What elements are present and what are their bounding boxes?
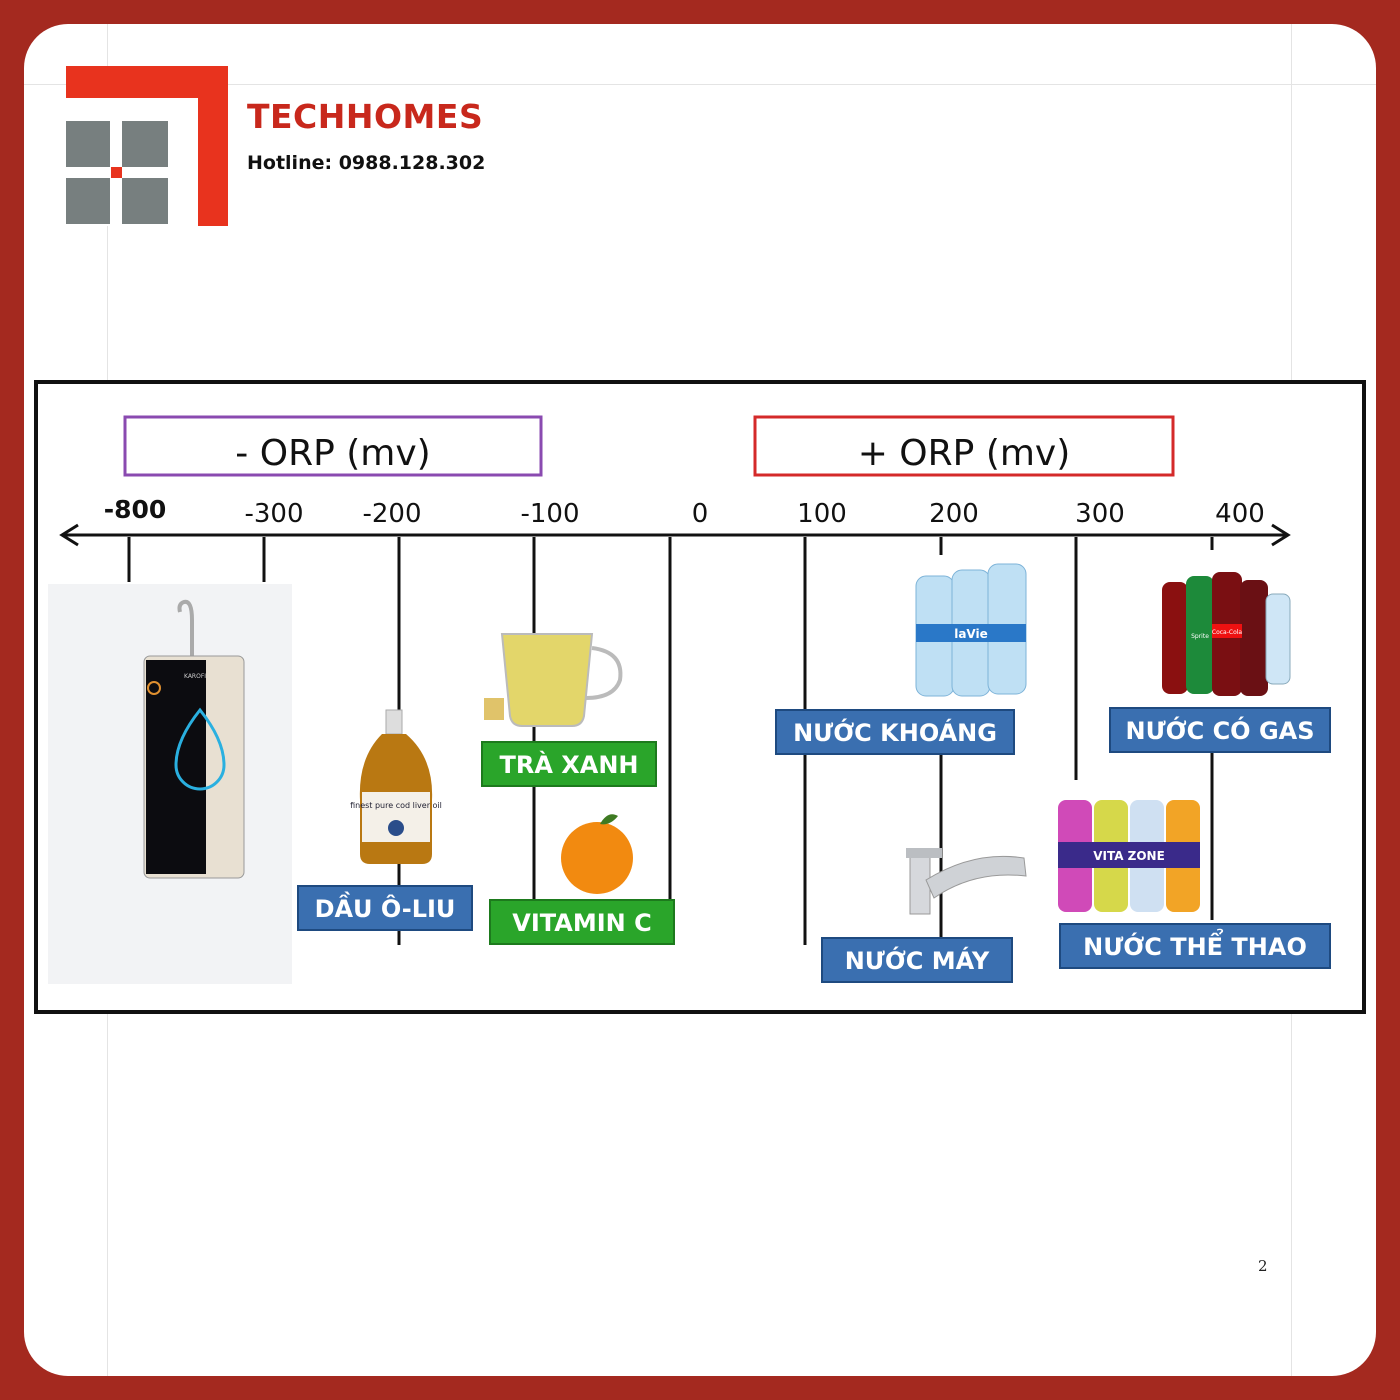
- tick-label: 300: [1075, 499, 1125, 529]
- label-sports-drink-text: NƯỚC THỂ THAO: [1083, 927, 1307, 961]
- positive-orp-box: [753, 415, 1175, 477]
- label-soft-drink-text: NƯỚC CÓ GAS: [1126, 715, 1315, 745]
- tick-label: 400: [1215, 499, 1265, 529]
- tick-label: -200: [362, 499, 421, 529]
- green-tea-image: [484, 633, 623, 727]
- bottle-label-text: finest pure cod liver oil: [350, 801, 442, 810]
- water-bottle-small: [1265, 593, 1291, 685]
- orange-image: [561, 814, 633, 894]
- sports-brand-text: VITA ZONE: [1093, 849, 1165, 863]
- purifier-brand: KAROFI: [184, 673, 206, 680]
- label-mineral-water-text: NƯỚC KHOÁNG: [793, 717, 997, 747]
- label-mineral-water: [775, 709, 1015, 755]
- positive-orp-title: + ORP (mv): [858, 433, 1071, 474]
- label-green-tea-text: TRÀ XANH: [499, 750, 638, 779]
- label-vitamin-c: [489, 899, 675, 945]
- label-olive-oil-text: DẦU Ô-LIU: [315, 890, 456, 923]
- faucet-spout: [925, 855, 1027, 899]
- tea-cup-handle: [585, 646, 623, 700]
- sports-drinks-image: VITA ZONE: [1058, 800, 1200, 912]
- techhomes-logo: [66, 66, 228, 226]
- soft-drinks-image: Coca-Cola Sprite: [1162, 572, 1291, 696]
- cola-label-text: Coca-Cola: [1212, 629, 1243, 636]
- tick-label: -100: [520, 499, 579, 529]
- label-soft-drink: [1109, 707, 1331, 753]
- logo-square: [66, 178, 110, 224]
- sports-bottle-label: [1058, 842, 1200, 868]
- faucet-pipe: [177, 599, 194, 676]
- page-number: 2: [1258, 1257, 1268, 1275]
- logo-square: [66, 121, 110, 167]
- tick-label: -800: [104, 495, 167, 524]
- mineral-water-image: laVie: [915, 563, 1027, 697]
- power-icon: [147, 681, 161, 695]
- tick-label: -300: [244, 499, 303, 529]
- guide-line: [24, 84, 1376, 85]
- water-brand-text: laVie: [954, 627, 988, 641]
- tap-faucet-image: [906, 848, 1027, 915]
- sprite-label-text: Sprite: [1191, 633, 1209, 640]
- bottle-cap: [385, 709, 403, 735]
- cola-bottle: [1162, 582, 1188, 694]
- oil-bottle-image: finest pure cod liver oil: [350, 709, 442, 864]
- axis-arrow-left: [59, 523, 79, 547]
- label-tap-water-text: NƯỚC MÁY: [845, 945, 990, 975]
- label-sports-drink: [1059, 923, 1331, 969]
- bottle-logo: [388, 820, 404, 836]
- logo-center-dot: [111, 167, 122, 178]
- cola-bottle: [1240, 580, 1268, 696]
- negative-orp-title: - ORP (mv): [235, 433, 430, 474]
- tea-bag-tag: [484, 698, 504, 720]
- faucet-handle: [906, 848, 942, 858]
- label-tap-water: [821, 937, 1013, 983]
- label-vitamin-c-text: VITAMIN C: [512, 909, 651, 937]
- sprite-bottle: [1186, 576, 1214, 694]
- logo-square: [122, 178, 168, 224]
- hotline: Hotline: 0988.128.302: [247, 152, 486, 174]
- faucet-base: [909, 855, 931, 915]
- brand-name: TECHHOMES: [247, 97, 484, 136]
- axis-arrow-right: [1271, 523, 1291, 547]
- negative-orp-box: [123, 415, 543, 477]
- orp-diagram: - ORP (mv) + ORP (mv) -800 -300 -200 -10…: [34, 380, 1366, 1014]
- tea-cup: [500, 633, 594, 727]
- tick-label: 0: [692, 499, 709, 529]
- water-bottle-label: [916, 624, 1026, 642]
- tick-label: 100: [797, 499, 847, 529]
- orange-fruit: [561, 822, 633, 894]
- label-green-tea: [481, 741, 657, 787]
- orange-leaf: [600, 814, 618, 825]
- tick-label: 200: [929, 499, 979, 529]
- water-drop-icon: [174, 707, 226, 791]
- label-olive-oil: [297, 885, 473, 931]
- cola-label: [1212, 624, 1242, 638]
- page-card: TECHHOMES Hotline: 0988.128.302 - ORP (m…: [24, 24, 1376, 1376]
- logo-square: [122, 121, 168, 167]
- water-purifier-image: KAROFI: [48, 584, 292, 984]
